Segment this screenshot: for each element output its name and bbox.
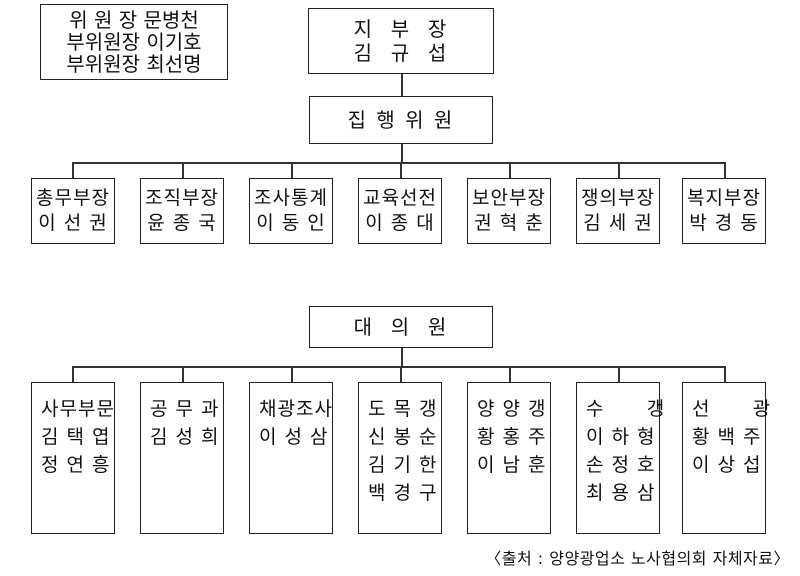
- department-box: 교육선전 이 종 대: [358, 178, 442, 244]
- delegate-member: 백 경 구: [368, 482, 438, 504]
- department-title: 조사통계: [254, 187, 328, 209]
- delegates-title: 대 의 원: [353, 315, 449, 339]
- delegate-member: 정 연 흥: [41, 454, 111, 476]
- connector-line: [724, 366, 726, 382]
- delegate-member: 최 용 삼: [586, 482, 656, 504]
- source-caption: 〈출처 : 양양광업소 노사협의회 자체자료〉: [485, 549, 790, 568]
- connector-line: [400, 366, 402, 382]
- delegate-group-unit: 사무부문: [41, 398, 115, 420]
- executive-committee-box: 집 행 위 원: [309, 96, 493, 144]
- delegate-member: 이 성 삼: [259, 426, 329, 448]
- delegate-group-unit: 공 무 과: [150, 398, 220, 420]
- delegate-member: 김 성 희: [150, 426, 220, 448]
- officers-box: 위 원 장 문병천 부위원장 이기호 부위원장 최선명: [40, 4, 228, 80]
- department-member: 이 동 인: [256, 212, 326, 234]
- delegate-member: 이 상 섭: [692, 454, 762, 476]
- department-member: 박 경 동: [689, 212, 759, 234]
- executive-committee-title: 집 행 위 원: [347, 108, 455, 132]
- department-member: 권 혁 춘: [474, 212, 544, 234]
- department-member: 김 세 권: [583, 212, 653, 234]
- connector-line: [618, 366, 620, 382]
- officer-line: 위 원 장 문병천: [69, 8, 199, 32]
- connector-line: [72, 162, 74, 178]
- delegate-group-box: 채광조사 이 성 삼: [249, 382, 333, 534]
- branch-chief-box: 지 부 장 김 규 섭: [308, 8, 494, 74]
- delegate-member: 손 정 호: [586, 454, 656, 476]
- connector-line: [182, 162, 184, 178]
- department-box: 총무부장 이 선 권: [31, 178, 115, 244]
- connector-line: [401, 144, 403, 162]
- department-member: 윤 종 국: [147, 212, 217, 234]
- delegate-group-box: 도 목 갱 신 봉 순 김 기 한 백 경 구: [358, 382, 442, 534]
- department-box: 조직부장 윤 종 국: [140, 178, 224, 244]
- department-title: 쟁의부장: [581, 187, 655, 209]
- delegate-group-box: 양 양 갱 황 홍 주 이 남 훈: [467, 382, 551, 534]
- connector-line: [401, 348, 403, 366]
- connector-line: [401, 74, 403, 96]
- department-box: 복지부장 박 경 동: [682, 178, 766, 244]
- connector-line: [400, 162, 402, 178]
- connector-line: [72, 366, 724, 368]
- branch-chief-title: 지 부 장: [353, 17, 449, 41]
- department-title: 복지부장: [687, 187, 761, 209]
- department-box: 조사통계 이 동 인: [249, 178, 333, 244]
- delegate-member: 이 남 훈: [477, 454, 547, 476]
- connector-line: [291, 162, 293, 178]
- department-title: 조직부장: [145, 187, 219, 209]
- connector-line: [182, 366, 184, 382]
- delegate-member: 이 하 형: [586, 426, 656, 448]
- department-box: 쟁의부장 김 세 권: [576, 178, 660, 244]
- delegate-member: 황 백 주: [692, 426, 762, 448]
- connector-line: [618, 162, 620, 178]
- delegate-group-unit: 선 광: [692, 398, 772, 420]
- delegate-group-unit: 채광조사: [259, 398, 333, 420]
- delegate-member: 신 봉 순: [368, 426, 438, 448]
- delegate-group-box: 선 광 황 백 주 이 상 섭: [682, 382, 772, 534]
- delegate-member: 황 홍 주: [477, 426, 547, 448]
- department-box: 보안부장 권 혁 춘: [467, 178, 551, 244]
- branch-chief-name: 김 규 섭: [353, 41, 449, 65]
- delegate-group-unit: 양 양 갱: [477, 398, 547, 420]
- delegate-member: 김 기 한: [368, 454, 438, 476]
- connector-line: [291, 366, 293, 382]
- department-title: 보안부장: [472, 187, 546, 209]
- delegate-member: 김 택 엽: [41, 426, 111, 448]
- delegate-group-box: 사무부문 김 택 엽 정 연 흥: [31, 382, 115, 534]
- department-member: 이 선 권: [38, 212, 108, 234]
- delegate-group-unit: 수 갱: [586, 398, 666, 420]
- connector-line: [509, 366, 511, 382]
- connector-line: [509, 162, 511, 178]
- delegate-group-box: 수 갱 이 하 형 손 정 호 최 용 삼: [576, 382, 666, 534]
- connector-line: [724, 162, 726, 178]
- officer-line: 부위원장 이기호: [66, 30, 202, 54]
- department-member: 이 종 대: [365, 212, 435, 234]
- connector-line: [72, 162, 724, 164]
- connector-line: [72, 366, 74, 382]
- delegate-group-unit: 도 목 갱: [368, 398, 438, 420]
- delegate-group-box: 공 무 과 김 성 희: [140, 382, 224, 534]
- department-title: 교육선전: [363, 187, 437, 209]
- department-title: 총무부장: [36, 187, 110, 209]
- officer-line: 부위원장 최선명: [66, 52, 202, 76]
- delegates-box: 대 의 원: [309, 306, 493, 348]
